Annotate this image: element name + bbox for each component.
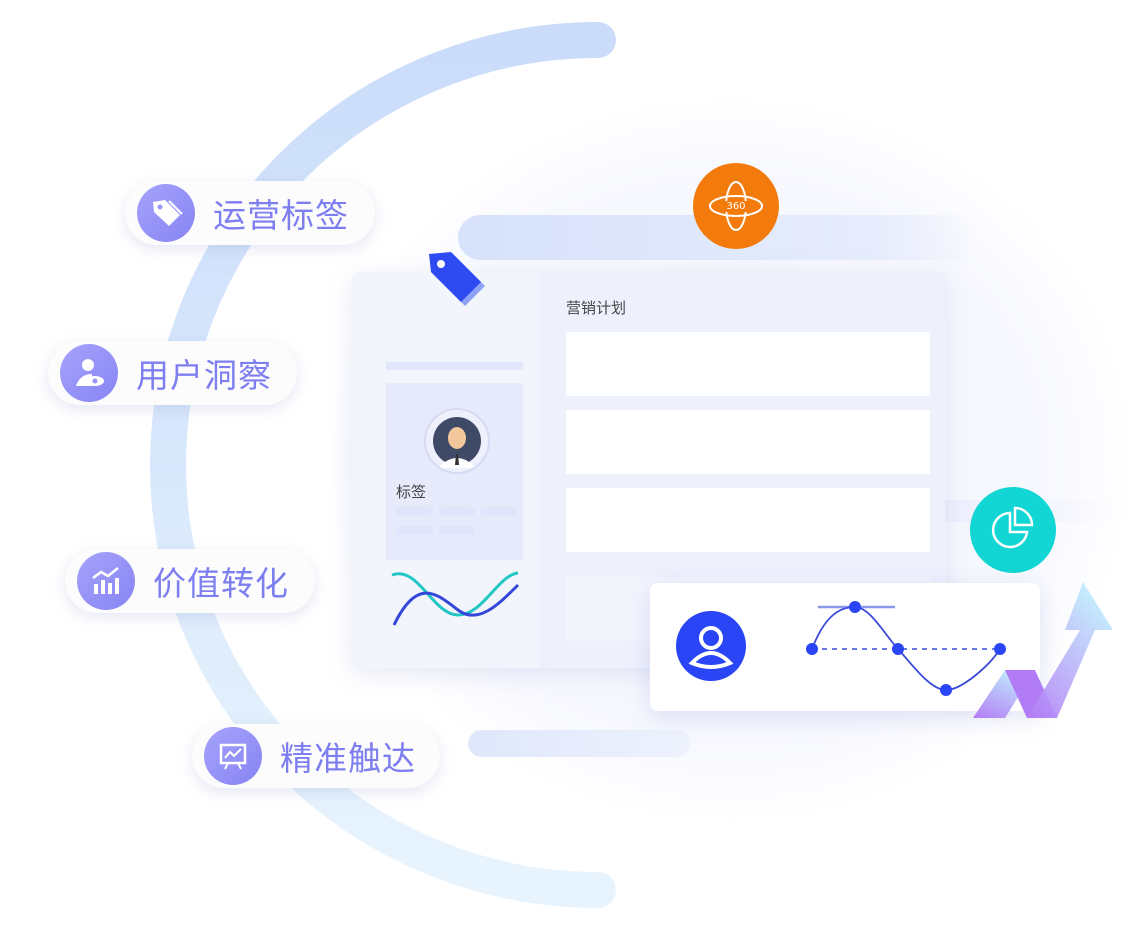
growth-chart-icon (77, 552, 135, 610)
user-eye-icon (60, 344, 118, 402)
growth-arrow-icon (973, 582, 1113, 718)
plan-row[interactable] (566, 410, 930, 474)
feature-pill-operations-tags[interactable]: 运营标签 (125, 181, 375, 245)
feature-label: 精准触达 (280, 739, 416, 778)
orbit-360-label: 360 (725, 200, 747, 212)
feature-pill-value-conversion[interactable]: 价值转化 (65, 549, 315, 613)
presentation-icon (204, 727, 262, 785)
feature-label: 价值转化 (153, 564, 289, 603)
user-icon (676, 611, 746, 681)
tag-chip (480, 507, 517, 516)
tag-icon (137, 184, 195, 242)
sine-curve-chart (806, 601, 1006, 696)
avatar (424, 408, 490, 474)
tag-chip (396, 526, 433, 535)
pie-chart-badge (970, 487, 1056, 573)
sidebar-bar (386, 362, 523, 370)
profile-label: 标签 (396, 483, 427, 501)
feature-pill-precise-reach[interactable]: 精准触达 (192, 724, 440, 788)
plan-row[interactable] (566, 488, 930, 552)
dashboard-title: 营销计划 (566, 299, 627, 317)
tag-chip (438, 526, 475, 535)
plan-row[interactable] (566, 332, 930, 396)
person-icon (433, 417, 481, 468)
feature-pill-user-insights[interactable]: 用户洞察 (48, 341, 297, 405)
feature-label: 用户洞察 (136, 356, 272, 395)
wave-chart (391, 571, 520, 626)
pie-chart-icon (991, 506, 1034, 549)
orbit-360-badge: 360 (693, 163, 779, 249)
tag-chip (438, 507, 475, 516)
tag-chip (396, 507, 433, 516)
feature-label: 运营标签 (213, 196, 349, 235)
tag-icon (429, 252, 485, 306)
decorative-bar-bottom (468, 730, 690, 757)
